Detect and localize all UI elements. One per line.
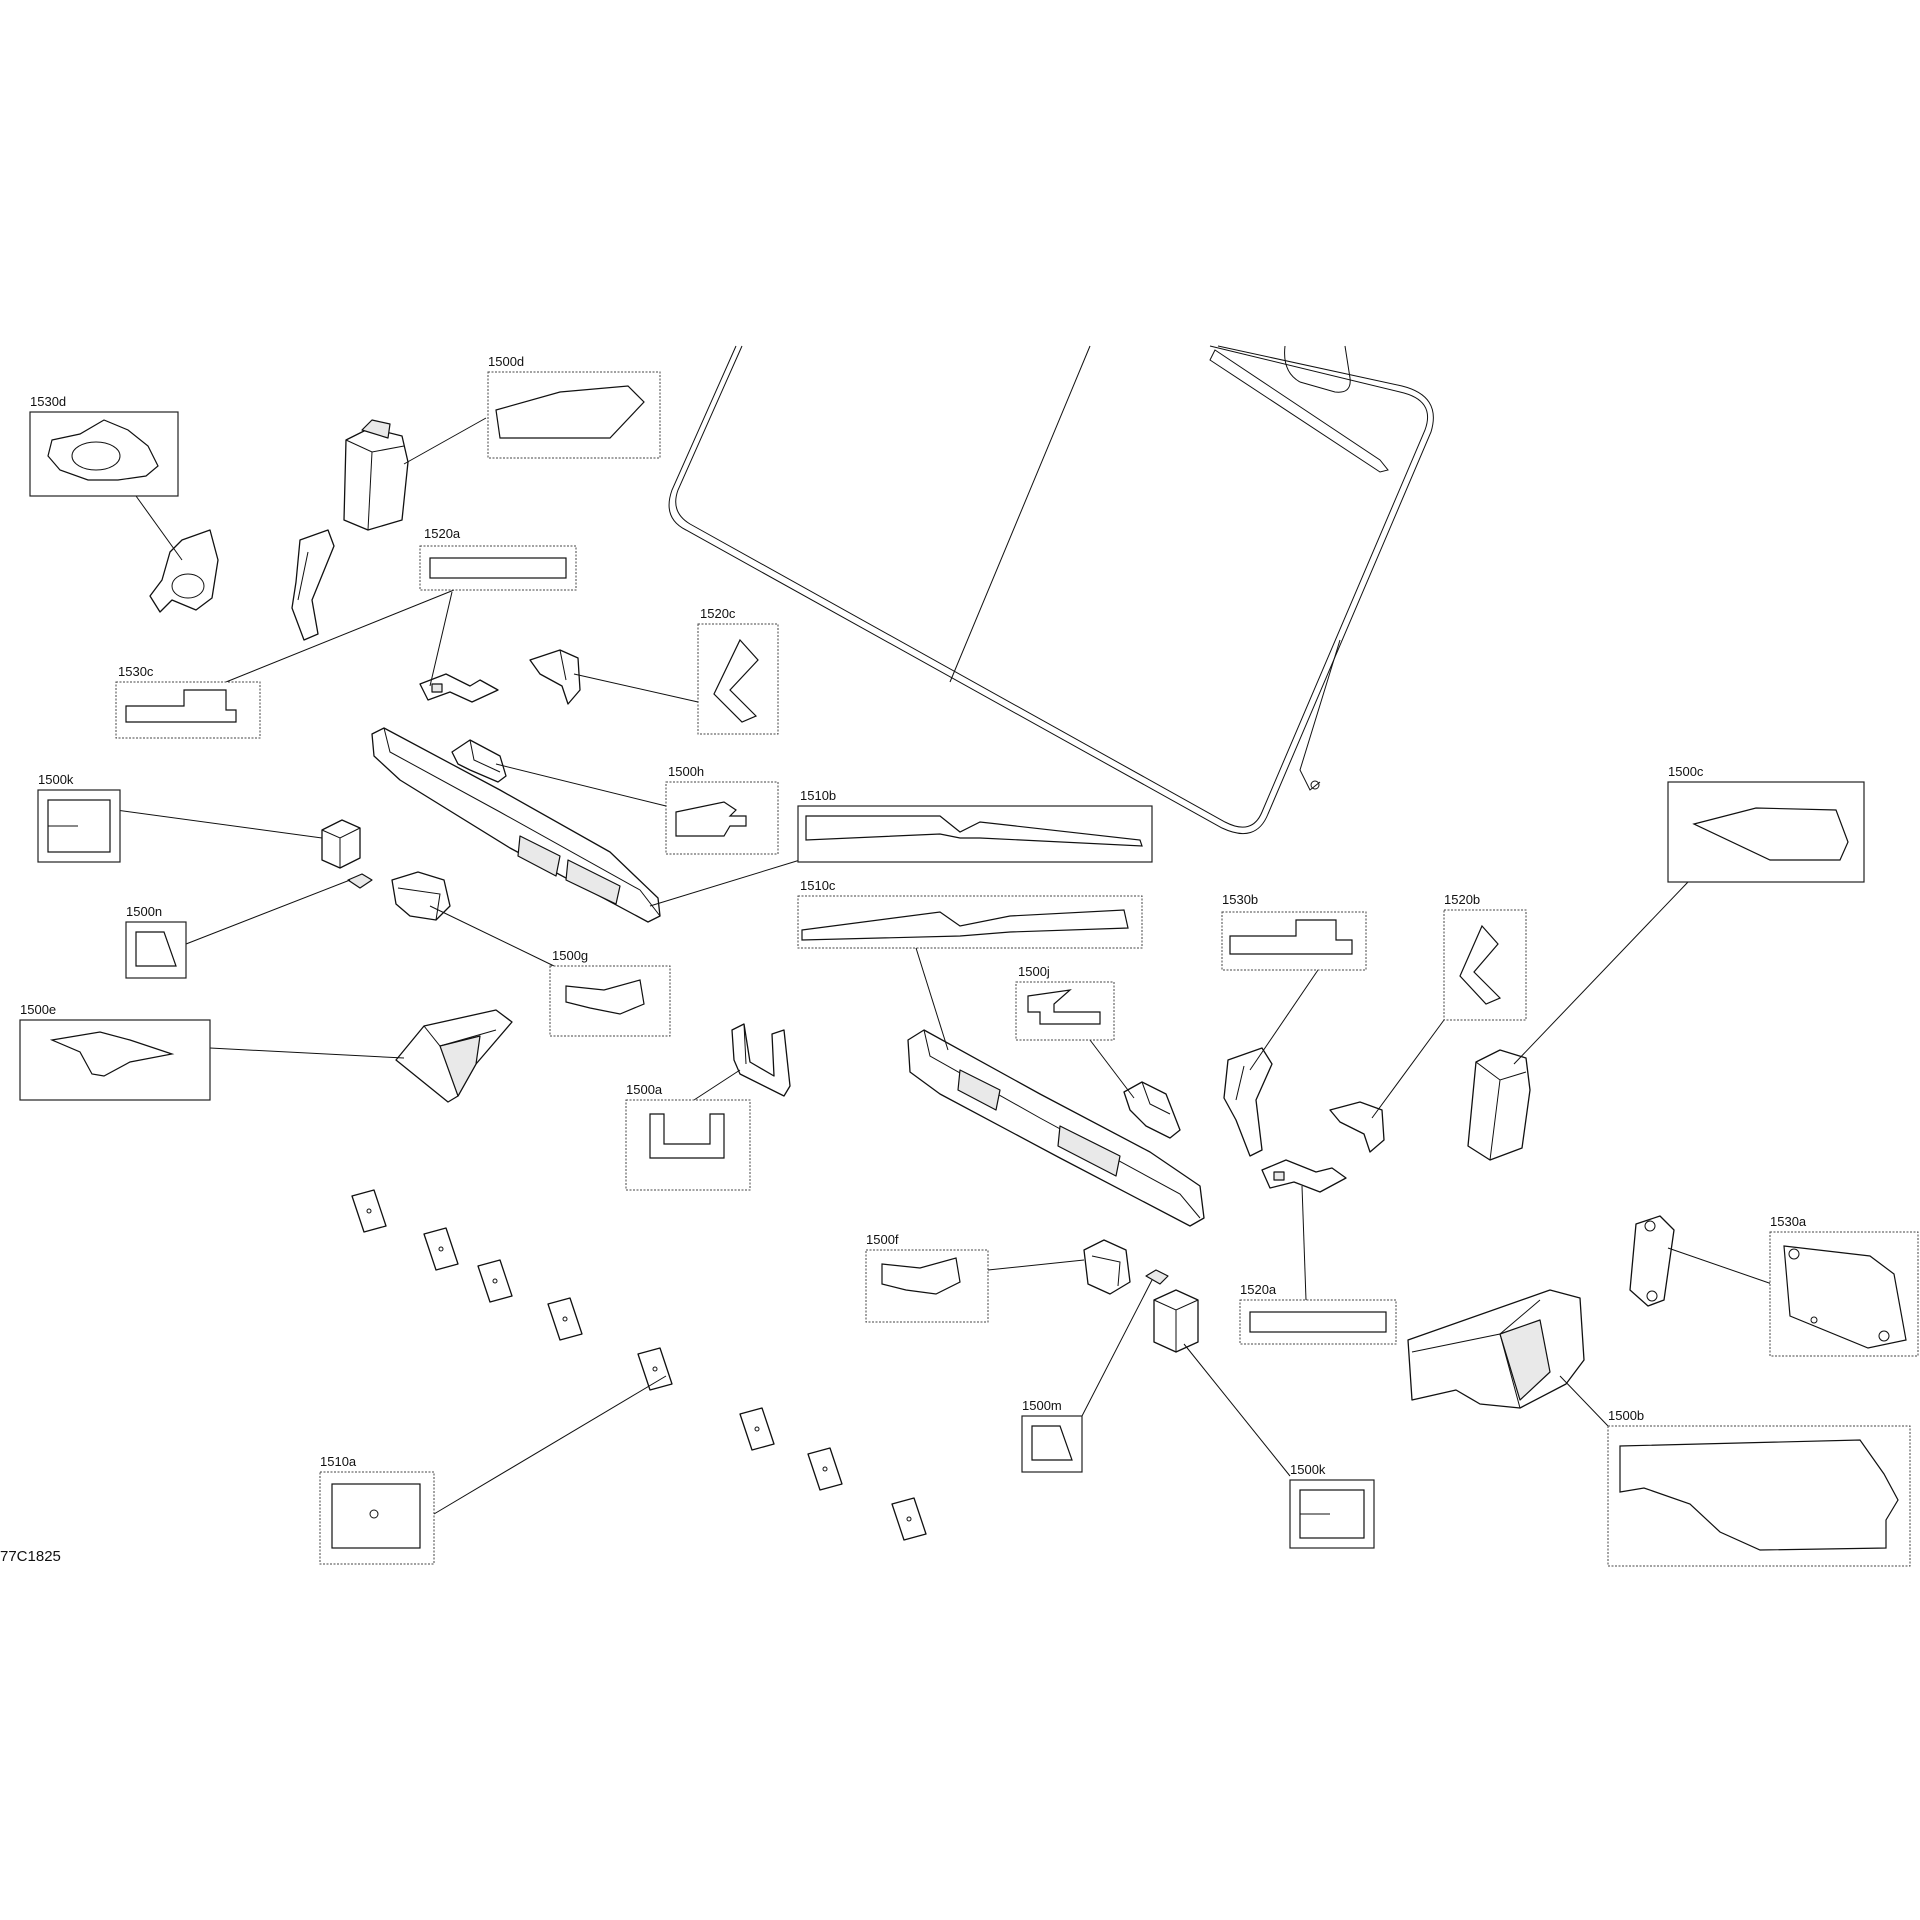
svg-text:1510a: 1510a (320, 1454, 357, 1469)
part-bracket-1530d (149, 529, 219, 613)
callout-1500d: 1500d (487, 354, 661, 459)
svg-text:1500c: 1500c (1668, 764, 1704, 779)
svg-text:1520a: 1520a (424, 526, 461, 541)
part-wedge-1500m (1145, 1269, 1169, 1285)
part-foam-block-1500d (343, 419, 409, 531)
part-bracket-1520c (529, 649, 581, 705)
windshield-assembly (668, 345, 1434, 835)
callout-1520c: 1520c (697, 606, 779, 735)
callout-1520b: 1520b (1443, 892, 1527, 1021)
callout-1500a: 1500a (625, 1082, 751, 1191)
part-wedge-1500n-left (347, 873, 373, 889)
svg-text:1500g: 1500g (552, 948, 588, 963)
part-dash-beam-1510b (371, 727, 661, 923)
part-plate-1530a (1629, 1215, 1675, 1307)
svg-text:1530c: 1530c (118, 664, 154, 679)
svg-text:1520c: 1520c (700, 606, 736, 621)
part-foam-block-1500c (1467, 1049, 1531, 1161)
part-panel-1500e (395, 1009, 513, 1103)
svg-text:1500n: 1500n (126, 904, 162, 919)
leader-lines (115, 417, 1773, 1515)
svg-text:1500k: 1500k (1290, 1462, 1326, 1477)
part-strip-1530b (1223, 1047, 1273, 1157)
callout-1500f: 1500f (865, 1232, 989, 1323)
windshield-center-line (949, 345, 1091, 683)
part-foam-1500b (1407, 1289, 1585, 1409)
callout-1500g: 1500g (549, 948, 671, 1037)
svg-text:1500a: 1500a (626, 1082, 663, 1097)
callout-1500h: 1500h (665, 764, 779, 855)
part-u-bracket-1500a (731, 1023, 791, 1097)
svg-text:1500e: 1500e (20, 1002, 56, 1017)
part-block-1500j (1123, 1081, 1181, 1139)
callout-1500b: 1500b (1607, 1408, 1911, 1567)
callout-1500j: 1500j (1015, 964, 1115, 1041)
callout-1500n: 1500n (125, 904, 187, 979)
callout-1510c: 1510c (797, 878, 1143, 949)
svg-text:1500k: 1500k (38, 772, 74, 787)
svg-text:1500f: 1500f (866, 1232, 899, 1247)
part-bracket-1520a-top (419, 673, 499, 703)
callout-1500e: 1500e (19, 1002, 211, 1101)
callout-1500k-right: 1500k (1289, 1462, 1375, 1549)
svg-text:1510c: 1510c (800, 878, 836, 893)
callout-1500k-left: 1500k (37, 772, 121, 863)
part-pads-1510a (351, 1189, 927, 1541)
svg-text:1510b: 1510b (800, 788, 836, 803)
svg-text:1500b: 1500b (1608, 1408, 1644, 1423)
callout-1510b: 1510b (797, 788, 1153, 863)
svg-text:1520a: 1520a (1240, 1282, 1277, 1297)
svg-text:1530b: 1530b (1222, 892, 1258, 907)
part-strip-1530c (291, 529, 335, 641)
svg-text:1500m: 1500m (1022, 1398, 1062, 1413)
callout-1530c: 1530c (115, 664, 261, 739)
callout-1500c: 1500c (1667, 764, 1865, 883)
callout-1500m: 1500m (1021, 1398, 1083, 1473)
callout-1510a: 1510a (319, 1454, 435, 1565)
svg-text:1500d: 1500d (488, 354, 524, 369)
callout-1530a: 1530a (1769, 1214, 1919, 1357)
part-dash-beam-1510c (907, 1029, 1205, 1227)
part-cube-1500k-left (321, 819, 361, 869)
svg-text:1500j: 1500j (1018, 964, 1050, 979)
part-duct-1500g (391, 871, 451, 921)
part-block-1500h (451, 739, 507, 783)
wiper-motor-bracket (1284, 345, 1351, 393)
svg-text:1530d: 1530d (30, 394, 66, 409)
svg-text:1500h: 1500h (668, 764, 704, 779)
part-duct-1500f (1083, 1239, 1131, 1295)
part-bracket-1520b (1329, 1101, 1385, 1153)
drawing-reference-number: 77C1825 (0, 1548, 61, 1565)
callout-1530d: 1530d (29, 394, 179, 497)
callout-1520a-top: 1520a (419, 526, 577, 591)
callout-1530b: 1530b (1221, 892, 1367, 971)
wiper-blade (1209, 349, 1389, 473)
svg-text:1530a: 1530a (1770, 1214, 1807, 1229)
callout-1520a-bottom: 1520a (1239, 1282, 1397, 1345)
svg-text:1520b: 1520b (1444, 892, 1480, 907)
part-bracket-1520a-bottom (1261, 1159, 1347, 1193)
part-cube-1500k-right (1153, 1289, 1199, 1353)
